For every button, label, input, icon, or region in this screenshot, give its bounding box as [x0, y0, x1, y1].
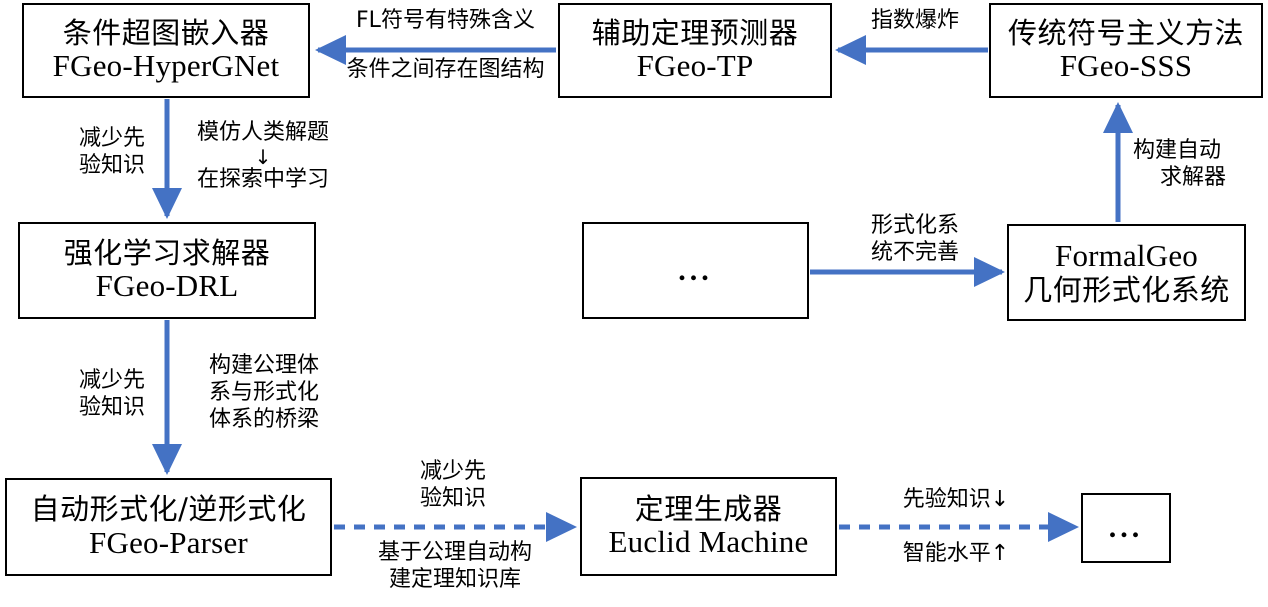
label-line: 构建自动	[1133, 138, 1222, 163]
node-title-cn: 辅助定理预测器	[591, 15, 799, 50]
node-ellipsis-end[interactable]: ...	[1081, 493, 1171, 563]
node-title-en: FGeo-HyperGNet	[52, 48, 280, 84]
edge-label-parser-to-euclid-above: 减少先 验知识	[398, 459, 508, 513]
label-line: 系与形式化	[208, 379, 319, 405]
node-title-en: FGeo-Parser	[89, 524, 248, 560]
edge-label-hypergnet-to-drl-right: 模仿人类解题 ↓ 在探索中学习	[183, 120, 343, 194]
node-fgeo-parser[interactable]: 自动形式化/逆形式化 FGeo-Parser	[5, 478, 332, 576]
edge-label-hypergnet-to-drl-left: 减少先 验知识	[66, 126, 158, 180]
node-fgeo-sss[interactable]: 传统符号主义方法 FGeo-SSS	[989, 3, 1263, 98]
node-formalgeo[interactable]: FormalGeo 几何形式化系统	[1007, 224, 1246, 321]
label-line: 减少先	[78, 368, 145, 393]
node-title-cn: 定理生成器	[634, 491, 783, 526]
node-ellipsis-middle[interactable]: ...	[582, 222, 809, 319]
edge-label-sss-to-tp: 指数爆炸	[845, 8, 985, 35]
ellipsis-glyph: ...	[1108, 511, 1144, 545]
node-title-cn: 自动形式化/逆形式化	[30, 492, 307, 527]
node-title-cn: 传统符号主义方法	[1007, 15, 1244, 50]
edge-label-ellipsis-to-formalgeo: 形式化系 统不完善	[850, 213, 980, 267]
label-line: 基于公理自动构	[377, 540, 532, 565]
label-line: 减少先	[78, 126, 145, 151]
edge-label-parser-to-euclid-below: 基于公理自动构 建定理知识库	[360, 540, 550, 594]
node-title-cn: 条件超图嵌入器	[62, 15, 270, 50]
label-line: 条件之间存在图结构	[346, 56, 545, 82]
label-line: 指数爆炸	[870, 8, 959, 33]
label-line: 减少先	[419, 459, 486, 484]
node-fgeo-tp[interactable]: 辅助定理预测器 FGeo-TP	[558, 3, 832, 98]
edge-label-tp-to-hypergnet: FL符号有特殊含义 条件之间存在图结构	[333, 8, 558, 84]
label-line: 智能水平↑	[902, 541, 1010, 566]
label-line: 形式化系	[870, 213, 959, 238]
node-title-en: FGeo-DRL	[95, 268, 239, 304]
node-title-en: Euclid Machine	[608, 524, 809, 560]
node-fgeo-drl[interactable]: 强化学习求解器 FGeo-DRL	[18, 222, 316, 319]
ellipsis-glyph: ...	[678, 253, 713, 287]
label-line: 建定理知识库	[388, 566, 521, 592]
label-line: 先验知识↓	[902, 487, 1010, 512]
label-line: 统不完善	[870, 239, 959, 265]
label-line: 求解器	[1159, 164, 1226, 190]
node-fgeo-hypergnet[interactable]: 条件超图嵌入器 FGeo-HyperGNet	[22, 3, 310, 98]
node-title-en: FGeo-TP	[636, 48, 754, 84]
node-title-en: FormalGeo	[1055, 237, 1198, 273]
label-line: ↓	[254, 144, 272, 169]
edge-label-euclid-to-ellipsis-below: 智能水平↑	[886, 541, 1026, 568]
label-line: 体系的桥梁	[208, 406, 319, 432]
node-title-en: FGeo-SSS	[1059, 48, 1193, 84]
label-line: 在探索中学习	[196, 166, 329, 192]
edge-label-euclid-to-ellipsis-above: 先验知识↓	[886, 487, 1026, 514]
node-title-cn: 几何形式化系统	[1023, 272, 1230, 307]
label-line: 验知识	[419, 485, 486, 511]
label-line: 验知识	[78, 394, 145, 420]
node-title-cn: 强化学习求解器	[63, 235, 271, 270]
edge-label-drl-to-parser-left: 减少先 验知识	[66, 368, 158, 422]
label-line: 模仿人类解题	[196, 120, 329, 145]
edge-label-formalgeo-to-sss: 构建自动 求解器	[1133, 138, 1253, 192]
edge-label-drl-to-parser-right: 构建公理体 系与形式化 体系的桥梁	[184, 353, 344, 433]
label-line: FL符号有特殊含义	[356, 8, 535, 33]
label-line: 验知识	[78, 152, 145, 178]
node-euclid-machine[interactable]: 定理生成器 Euclid Machine	[580, 477, 837, 576]
label-line: 构建公理体	[208, 353, 319, 378]
